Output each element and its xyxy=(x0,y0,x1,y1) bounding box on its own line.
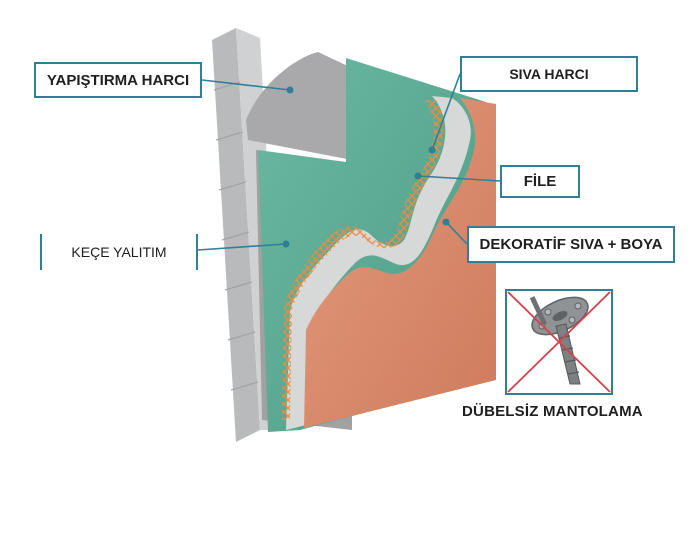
prohibited-cross-icon xyxy=(507,291,611,393)
label-connectors xyxy=(197,73,501,251)
insulation-felt-label-text: KEÇE YALITIM xyxy=(71,244,167,260)
decorative-plaster-label-text: DEKORATİF SIVA + BOYA xyxy=(479,236,663,253)
decorative-plaster-label: DEKORATİF SIVA + BOYA xyxy=(467,226,675,263)
dowel-free-cladding-caption: DÜBELSİZ MANTOLAMA xyxy=(462,403,643,420)
mesh-label-text: FİLE xyxy=(523,173,557,190)
plaster-mortar-label-text: SIVA HARCI xyxy=(509,66,589,82)
plaster-mortar-layer xyxy=(286,96,471,430)
adhesive-mortar-label-text: YAPIŞTIRMA HARCI xyxy=(46,71,190,89)
plaster-mortar-label: SIVA HARCI xyxy=(460,56,638,92)
adhesive-mortar-label: YAPIŞTIRMA HARCI xyxy=(34,62,202,98)
decorative-plaster-layer xyxy=(304,98,496,428)
insulation-felt-label: KEÇE YALITIM xyxy=(40,234,198,270)
mesh-label: FİLE xyxy=(500,165,580,198)
prohibited-dowel-icon xyxy=(505,289,613,395)
connector-dots xyxy=(282,86,450,248)
mesh-layer xyxy=(282,100,444,420)
